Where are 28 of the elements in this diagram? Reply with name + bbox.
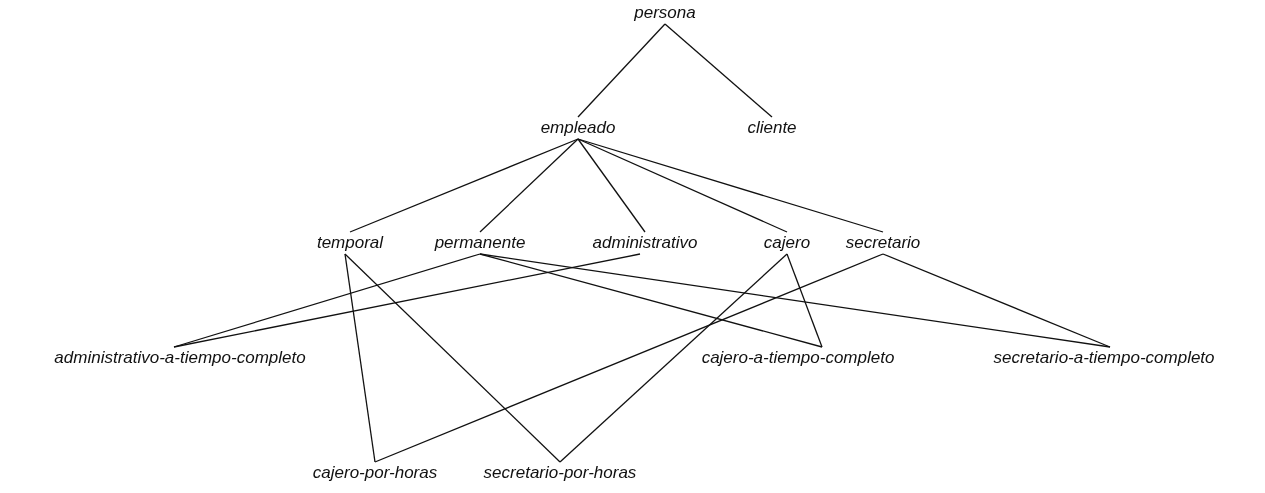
connector-line	[559, 253, 788, 463]
connector-line	[479, 138, 579, 233]
class-term: persona	[634, 3, 696, 23]
class-term: secretario-a-tiempo-completo	[993, 348, 1215, 368]
connector-line	[374, 253, 884, 463]
connector-line	[349, 138, 579, 233]
class-term: cajero-por-horas	[312, 463, 438, 483]
class-term: administrativo-a-tiempo-completo	[54, 348, 306, 368]
class-term: cajero-a-tiempo-completo	[701, 348, 895, 368]
connector-line	[577, 138, 884, 233]
class-term: permanente	[434, 233, 526, 253]
class-term: empleado	[540, 118, 616, 138]
connector-line	[664, 23, 773, 118]
connector-line	[577, 23, 666, 118]
connector-line	[577, 138, 646, 233]
connector-line	[173, 253, 641, 348]
class-term: cliente	[747, 118, 797, 138]
class-term: cajero	[763, 233, 811, 253]
class-term: temporal	[316, 233, 384, 253]
class-term: secretario	[845, 233, 921, 253]
class-term: administrativo	[592, 233, 698, 253]
connector-line	[882, 253, 1111, 348]
connector-line	[344, 253, 376, 463]
connector-line	[577, 138, 788, 233]
connector-line	[786, 253, 823, 348]
class-term: secretario-por-horas	[483, 463, 637, 483]
connector-line	[479, 253, 1111, 348]
connector-line	[344, 253, 561, 463]
